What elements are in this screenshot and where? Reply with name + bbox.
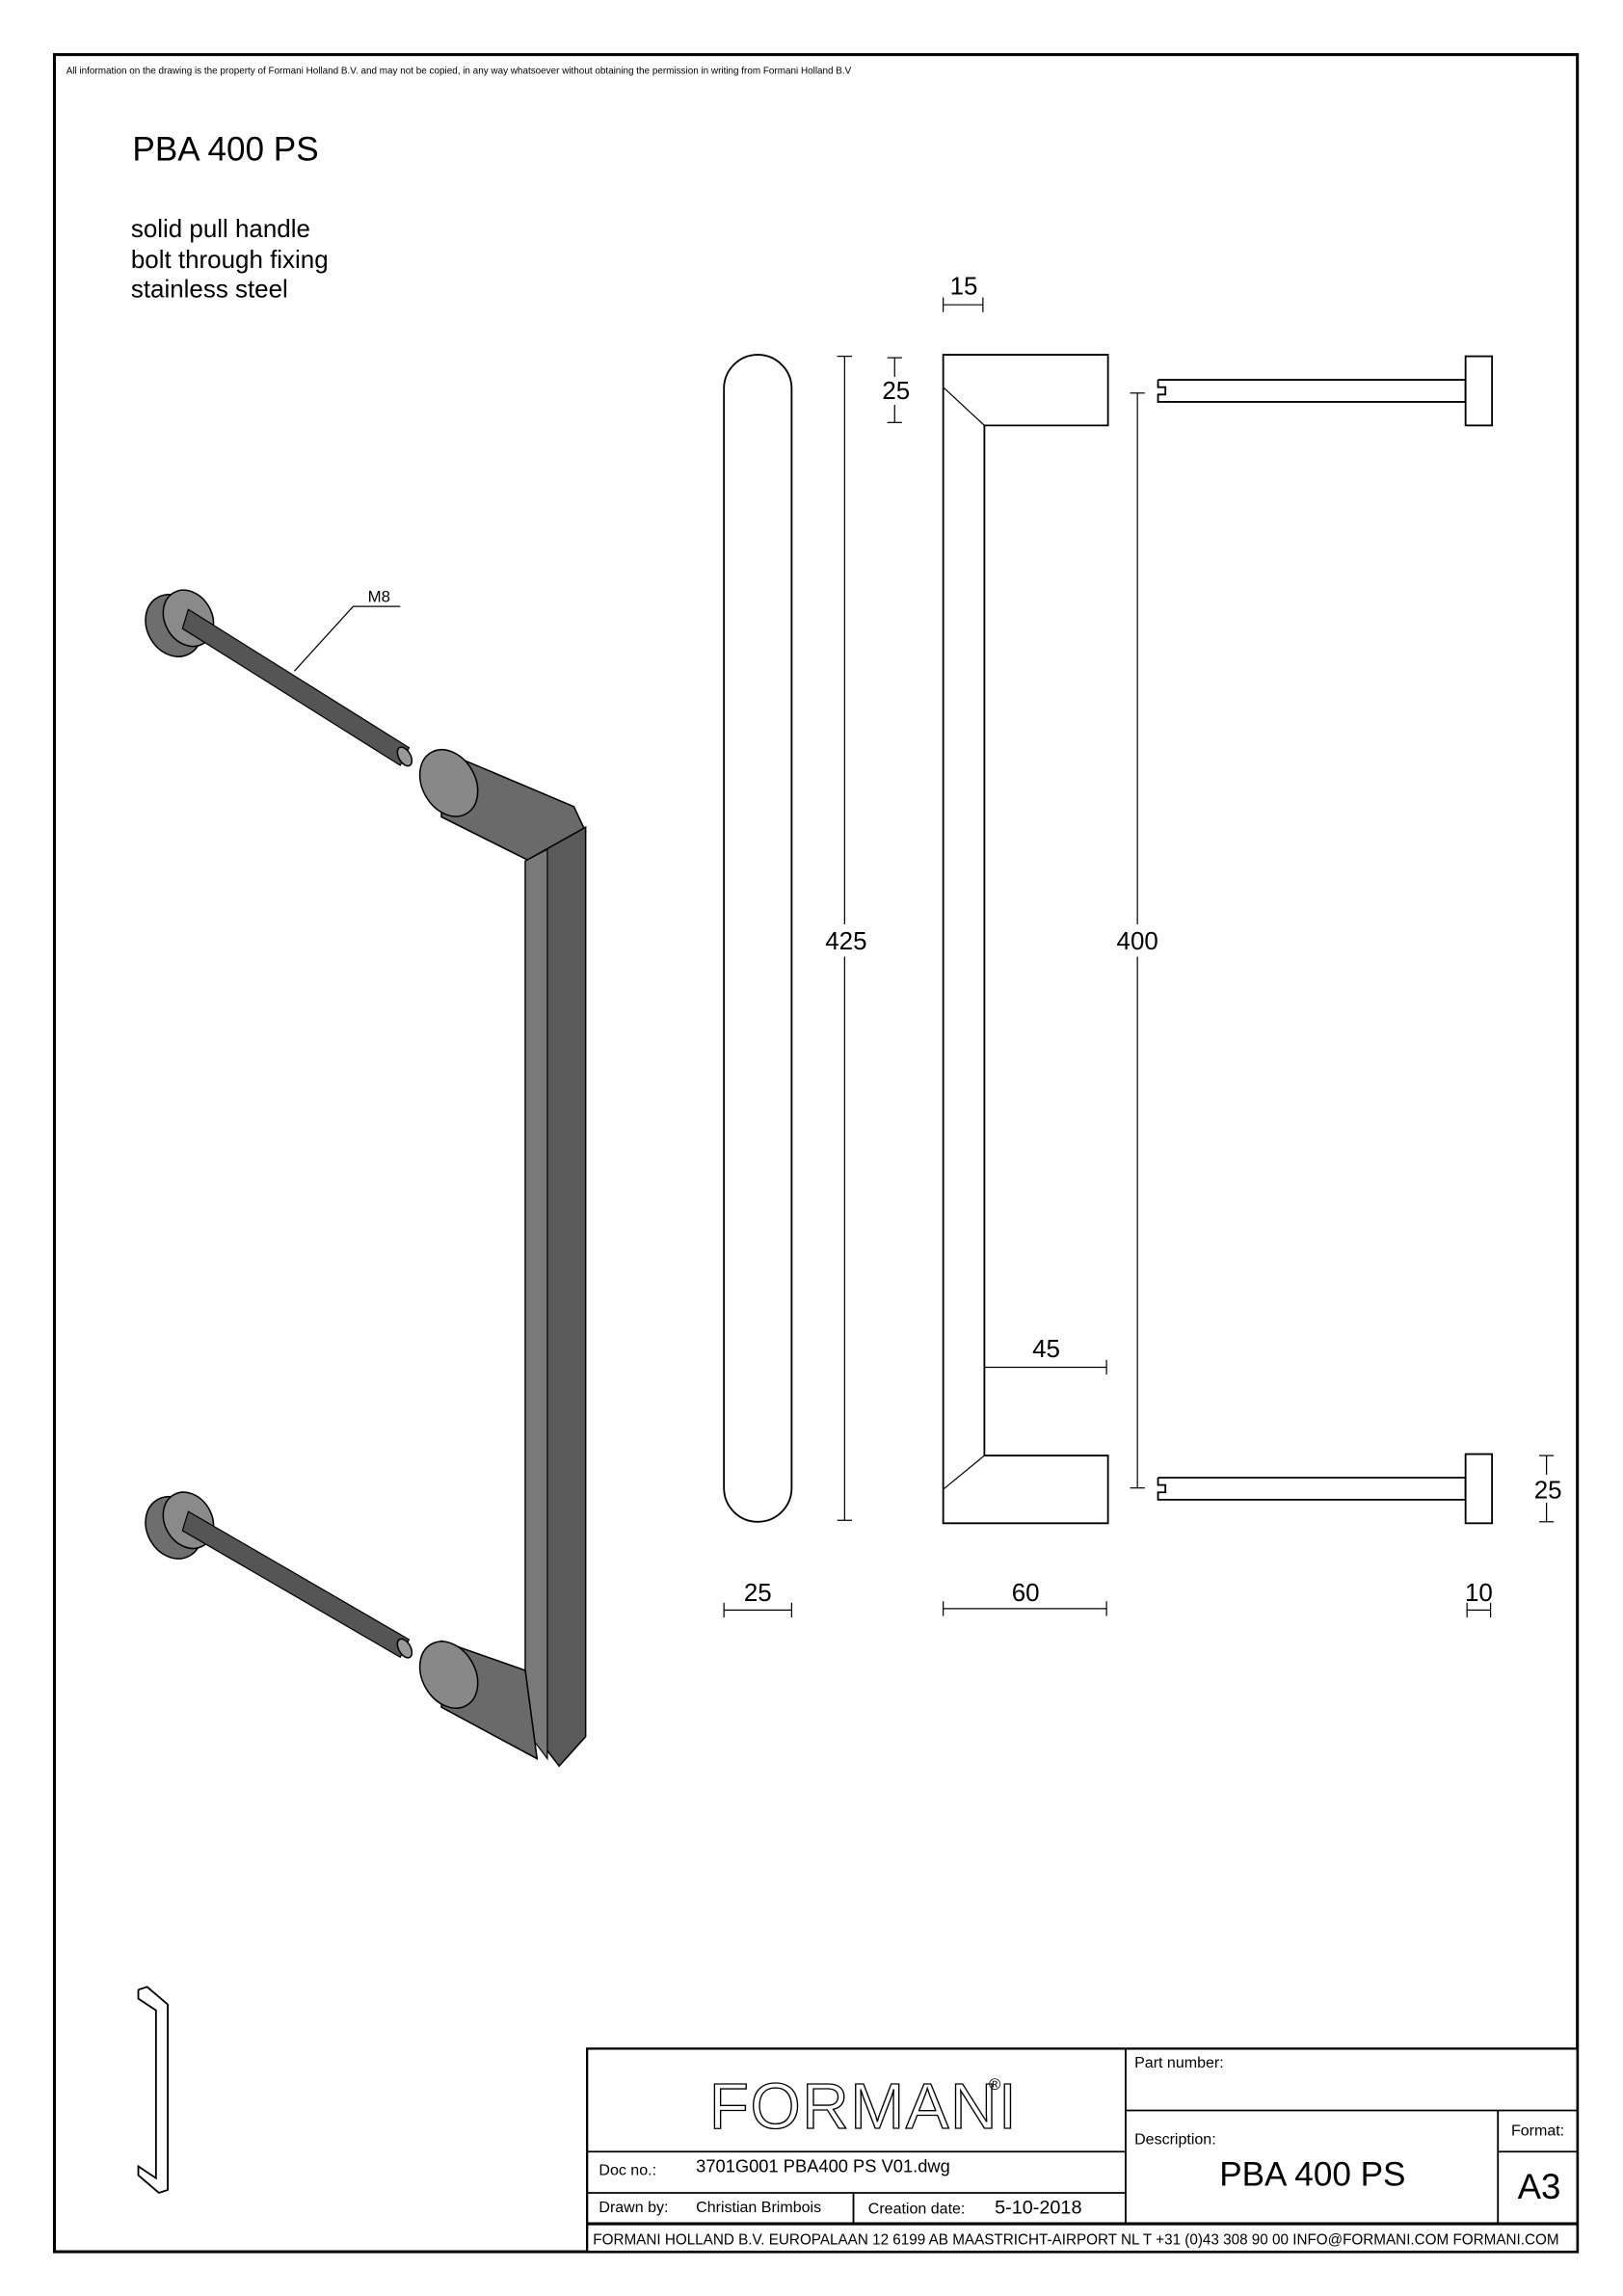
- front-view: 425 25: [723, 354, 868, 1618]
- creation-date: 5-10-2018: [995, 2197, 1081, 2218]
- formani-logo: FORMANI: [709, 2070, 1018, 2143]
- doc-no-label: Doc no.:: [599, 2162, 656, 2179]
- dim-side-thickness: 15: [950, 273, 978, 300]
- dim-depth: 60: [1012, 1580, 1040, 1607]
- company-footer: FORMANI HOLLAND B.V. EUROPALAAN 12 6199 …: [593, 2231, 1558, 2248]
- copyright-notice: All information on the drawing is the pr…: [67, 66, 852, 76]
- description-label: Description:: [1134, 2131, 1216, 2149]
- bolt-view: 25 10: [1157, 355, 1567, 1618]
- description-line: stainless steel: [131, 277, 288, 304]
- description-value: PBA 400 PS: [1219, 2155, 1405, 2193]
- dim-rosette-thickness: 10: [1465, 1580, 1493, 1607]
- logo-registered-mark: ®: [989, 2075, 1001, 2094]
- part-number-label: Part number:: [1134, 2054, 1224, 2071]
- bottom-rosette: [145, 1491, 413, 1659]
- dim-inner-depth: 45: [1032, 1336, 1060, 1363]
- handle-body: [418, 749, 587, 1768]
- description-line: solid pull handle: [131, 216, 310, 243]
- dim-front-height: 425: [825, 928, 866, 955]
- dim-center-distance: 400: [1117, 928, 1158, 955]
- sheet-border: [52, 53, 1580, 2254]
- dim-front-width: 25: [744, 1580, 772, 1607]
- format-label: Format:: [1511, 2122, 1564, 2139]
- thumbnail-icon: [137, 1986, 169, 2195]
- side-view: 15 25 45 60 400: [876, 273, 1160, 1616]
- top-rosette: [145, 589, 413, 767]
- drawing-title: PBA 400 PS: [132, 131, 318, 169]
- dim-rosette-dia: 25: [1534, 1477, 1562, 1504]
- thread-callout: M8: [368, 588, 390, 606]
- drawn-by: Christian Brimbois: [696, 2199, 821, 2216]
- doc-no: 3701G001 PBA400 PS V01.dwg: [696, 2156, 950, 2176]
- drawn-by-label: Drawn by:: [599, 2199, 668, 2216]
- description-line: bolt through fixing: [131, 247, 329, 274]
- dim-side-leg: 25: [882, 378, 910, 405]
- isometric-view: M8: [145, 588, 587, 1768]
- creation-date-label: Creation date:: [868, 2200, 966, 2217]
- format-value: A3: [1518, 2167, 1561, 2206]
- title-block: FORMANI ® Part number: Description: PBA …: [586, 2047, 1579, 2254]
